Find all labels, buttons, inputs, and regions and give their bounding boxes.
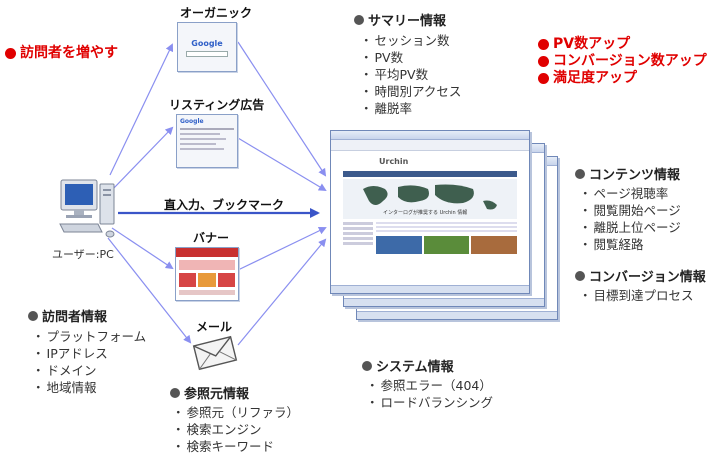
arrow-listing-to-site bbox=[237, 137, 327, 192]
bullet-icon bbox=[538, 39, 549, 50]
list-item: 時間別アクセス bbox=[360, 83, 462, 100]
list-item: 参照エラー（404） bbox=[366, 377, 493, 394]
arrow-pc-to-banner bbox=[111, 227, 174, 270]
mail-illustration bbox=[190, 333, 240, 373]
site-headline: インターログが推奨する Urchin 情報 bbox=[383, 210, 468, 216]
world-map-banner: インターログが推奨する Urchin 情報 bbox=[343, 179, 517, 219]
list-item: 検索キーワード bbox=[172, 438, 299, 455]
referrer-info-list: 参照元（リファラ） 検索エンジン 検索キーワード bbox=[172, 404, 300, 455]
google-logo: Google bbox=[191, 39, 223, 48]
bullet-icon bbox=[170, 387, 180, 398]
arrow-mail-to-site bbox=[237, 238, 327, 346]
bullet-icon bbox=[575, 168, 585, 179]
source-listing-label: リスティング広告 bbox=[169, 98, 265, 112]
visitor-info: 訪問者情報 プラットフォーム IPアドレス ドメイン 地域情報 bbox=[28, 306, 146, 396]
site-header: Urchin bbox=[331, 151, 529, 171]
user-pc-label: ユーザー:PC bbox=[52, 248, 114, 261]
envelope-icon bbox=[192, 335, 238, 371]
system-info-list: 参照エラー（404） ロードバランシング bbox=[366, 377, 494, 411]
source-organic-label: オーガニック bbox=[180, 6, 253, 20]
list-item: IPアドレス bbox=[32, 345, 146, 362]
list-item: ロードバランシング bbox=[366, 394, 494, 411]
list-item: 離脱上位ページ bbox=[579, 219, 681, 236]
bullet-icon bbox=[28, 310, 38, 321]
goals: PV数アップ コンバージョン数アップ 満足度アップ bbox=[538, 36, 707, 87]
banner-thumbnail bbox=[175, 247, 239, 301]
list-item: 離脱率 bbox=[360, 100, 461, 117]
bullet-icon bbox=[575, 270, 585, 281]
content-info-list: ページ視聴率 閲覧開始ページ 離脱上位ページ 閲覧経路 bbox=[579, 185, 681, 253]
listing-ad-thumbnail: Google bbox=[176, 114, 238, 168]
list-item: ページ視聴率 bbox=[579, 185, 681, 202]
urchin-logo: Urchin bbox=[379, 156, 409, 166]
bullet-icon bbox=[5, 48, 16, 59]
summary-info-title: サマリー情報 bbox=[354, 10, 461, 29]
list-item: PV数 bbox=[360, 49, 461, 66]
browser-toolbar bbox=[331, 140, 529, 151]
visitor-info-title: 訪問者情報 bbox=[28, 306, 146, 325]
list-item: ドメイン bbox=[32, 362, 146, 379]
system-info-title: システム情報 bbox=[362, 356, 493, 375]
list-item: 閲覧経路 bbox=[579, 236, 681, 253]
referrer-info-title: 参照元情報 bbox=[170, 383, 299, 402]
list-item: 検索エンジン bbox=[172, 421, 299, 438]
organic-search-thumbnail: Google bbox=[177, 22, 237, 72]
conversion-info-list: 目標到達プロセス bbox=[579, 287, 706, 304]
goal-item: コンバージョン数アップ bbox=[538, 53, 707, 70]
bullet-icon bbox=[354, 14, 364, 25]
list-item: 閲覧開始ページ bbox=[579, 202, 681, 219]
referrer-info: 参照元情報 参照元（リファラ） 検索エンジン 検索キーワード bbox=[170, 383, 299, 455]
list-item: 参照元（リファラ） bbox=[172, 404, 300, 421]
bullet-icon bbox=[362, 360, 372, 371]
google-logo: Google bbox=[180, 118, 204, 125]
list-item: セッション数 bbox=[360, 32, 461, 49]
page-body bbox=[343, 222, 518, 254]
arrow-pc-to-listing bbox=[111, 126, 174, 191]
arrow-banner-to-site bbox=[237, 227, 327, 271]
list-item: 目標到達プロセス bbox=[579, 287, 706, 304]
arrow-pc-to-organic bbox=[109, 43, 174, 176]
browser-window-main: Urchin インターログが推奨する Urchin 情報 bbox=[330, 130, 530, 294]
conversion-info: コンバージョン情報 目標到達プロセス bbox=[575, 266, 706, 304]
list-item: プラットフォーム bbox=[32, 328, 147, 345]
source-direct-label: 直入力、ブックマーク bbox=[164, 198, 285, 212]
goal-item: PV数アップ bbox=[538, 36, 707, 53]
arrow-pc-to-mail bbox=[107, 237, 192, 344]
list-item: 地域情報 bbox=[32, 379, 146, 396]
arrow-organic-to-site bbox=[237, 41, 327, 177]
site-nav bbox=[343, 171, 517, 177]
content-info-title: コンテンツ情報 bbox=[575, 164, 681, 183]
world-map-icon bbox=[363, 184, 497, 210]
summary-info: サマリー情報 セッション数 PV数 平均PV数 時間別アクセス 離脱率 bbox=[354, 10, 461, 117]
goal-item: 満足度アップ bbox=[538, 70, 707, 87]
bullet-icon bbox=[538, 56, 549, 67]
list-item: 平均PV数 bbox=[360, 66, 461, 83]
visitor-info-list: プラットフォーム IPアドレス ドメイン 地域情報 bbox=[32, 328, 147, 396]
computer-icon bbox=[59, 179, 115, 238]
summary-info-list: セッション数 PV数 平均PV数 時間別アクセス 離脱率 bbox=[360, 32, 462, 117]
content-info: コンテンツ情報 ページ視聴率 閲覧開始ページ 離脱上位ページ 閲覧経路 bbox=[575, 164, 681, 253]
bullet-icon bbox=[538, 73, 549, 84]
system-info: システム情報 参照エラー（404） ロードバランシング bbox=[362, 356, 493, 411]
pc-illustration bbox=[58, 178, 120, 244]
visitor-goal: 訪問者を増やす bbox=[5, 45, 118, 62]
source-mail-label: メール bbox=[196, 320, 233, 334]
conversion-info-title: コンバージョン情報 bbox=[575, 266, 706, 285]
source-banner-label: バナー bbox=[193, 231, 230, 245]
